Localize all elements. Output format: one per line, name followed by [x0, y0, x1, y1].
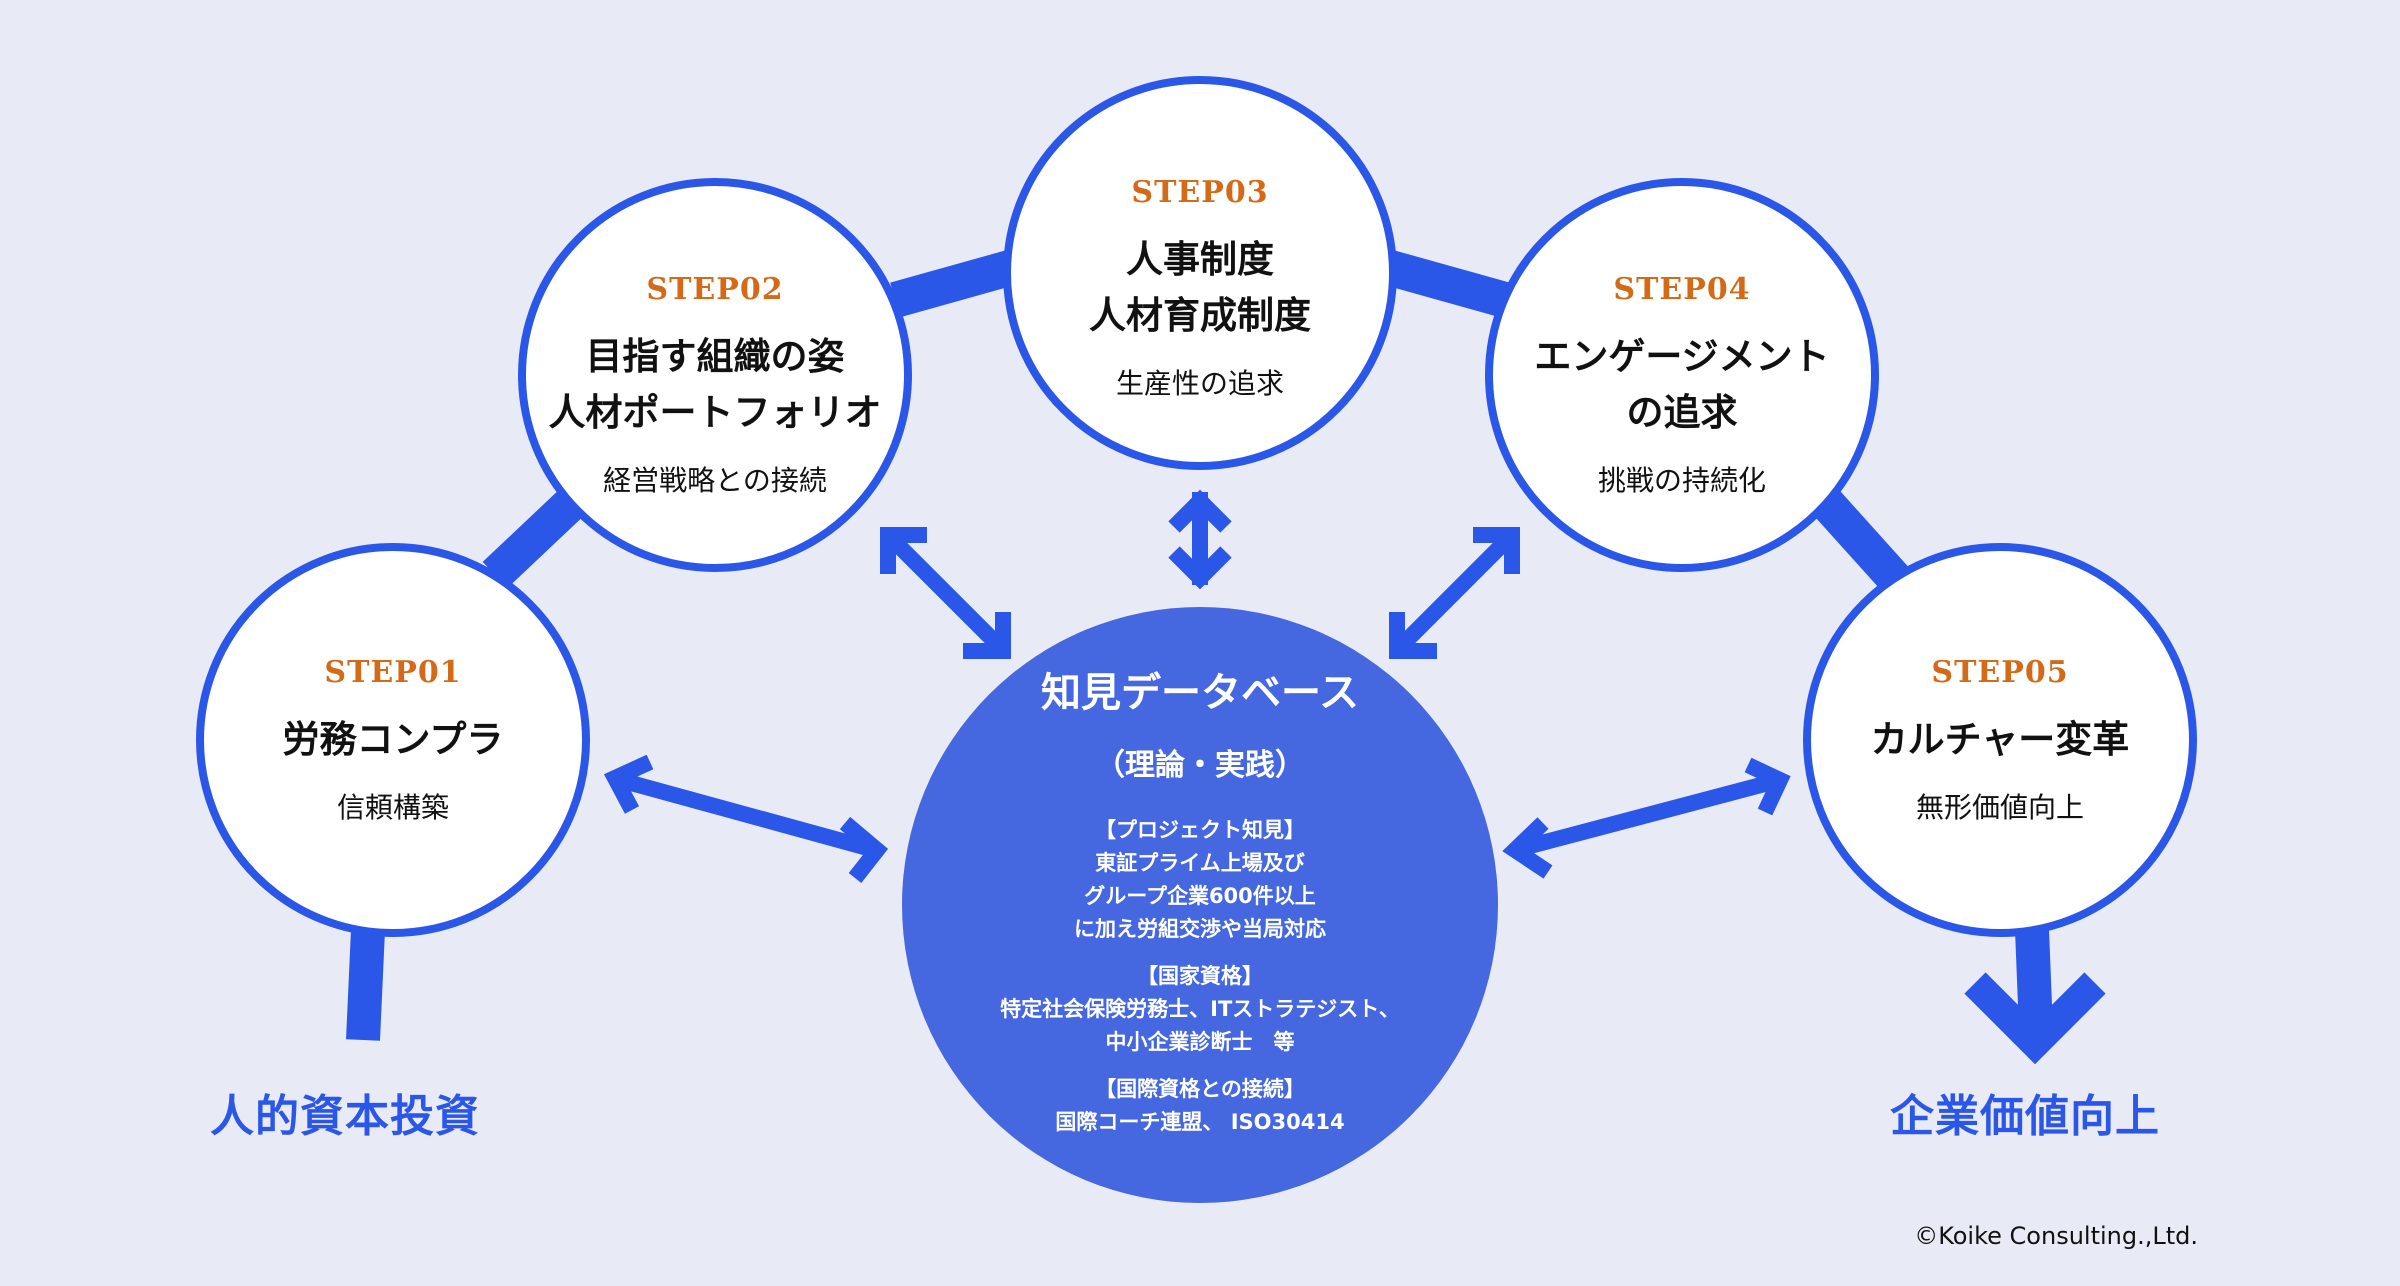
step04-label: STEP04: [1613, 271, 1751, 307]
connector-step05-end: [2015, 929, 2053, 1031]
bidirectional-arrow-step01-db: [603, 754, 889, 883]
step05-title: カルチャー変革: [1870, 717, 2130, 761]
step03-subtitle: 生産性の追求: [1115, 366, 1284, 400]
step05-subtitle: 無形価値向上: [1915, 790, 2084, 824]
bidirectional-arrow-step04-db: [1389, 527, 1520, 659]
step02-subtitle: 経営戦略との接続: [603, 463, 827, 497]
bidirectional-arrow-step05-db: [1502, 757, 1791, 879]
database-block-line: 特定社会保険労務士、ITストラテジスト、: [1000, 997, 1400, 1021]
step03-title: 人事制度 人材育成制度: [1089, 237, 1311, 337]
step02-label: STEP02: [646, 271, 784, 307]
step05-node: STEP05 カルチャー変革 無形価値向上: [1820, 580, 2180, 900]
step02-node: STEP02 目指す組織の姿 人材ポートフォリオ 経営戦略との接続: [525, 225, 905, 545]
end-label: 企業価値向上: [1890, 1091, 2160, 1142]
bidirectional-arrow-step03-db: [1168, 489, 1232, 590]
database-block-project: 【プロジェクト知見】 東証プライム上場及び グループ企業600件以上 に加え労組…: [1074, 814, 1326, 946]
step03-circle: [1003, 76, 1397, 470]
end-arrow-icon: [1964, 972, 2106, 1065]
database-block-line: 東証プライム上場及び: [1095, 851, 1305, 875]
step01-title: 労務コンプラ: [282, 717, 504, 761]
connector-step02-step03: [890, 247, 1025, 318]
connector-step04-step05: [1801, 477, 1919, 603]
step02-title: 目指す組織の姿 人材ポートフォリオ: [548, 334, 882, 434]
database-block-line: に加え労組交渉や当局対応: [1074, 917, 1326, 941]
database-title: 知見データベース: [1041, 670, 1359, 716]
step01-label: STEP01: [324, 654, 462, 690]
step01-subtitle: 信頼構築: [336, 790, 449, 824]
step01-circle: [196, 543, 590, 937]
database-block-national-qualifications: 【国家資格】 特定社会保険労務士、ITストラテジスト、 中小企業診断士 等: [1000, 960, 1400, 1059]
bidirectional-arrow-step02-db: [880, 527, 1011, 659]
step04-subtitle: 挑戦の持続化: [1597, 463, 1766, 497]
database-circle: [902, 607, 1498, 1203]
database-block-heading: 【プロジェクト知見】: [1095, 818, 1305, 842]
database-subtitle: （理論・実践）: [1095, 748, 1305, 783]
step03-node: STEP03 人事制度 人材育成制度 生産性の追求: [1020, 128, 1380, 448]
step05-circle: [1803, 543, 2197, 937]
copyright: ©Koike Consulting.,Ltd.: [1914, 1222, 2198, 1250]
step03-label: STEP03: [1131, 174, 1269, 210]
step01-node: STEP01 労務コンプラ 信頼構築: [213, 580, 573, 900]
step04-node: STEP04 エンゲージメント の追求 挑戦の持続化: [1492, 225, 1872, 545]
step02-circle: [518, 178, 912, 572]
connector-step03-step04: [1375, 247, 1510, 318]
database-block-heading: 【国際資格との接続】: [1095, 1077, 1305, 1101]
step05-label: STEP05: [1931, 654, 2069, 690]
step04-title: エンゲージメント の追求: [1534, 334, 1830, 434]
database-block-line: 中小企業診断士 等: [1105, 1030, 1295, 1054]
database-block-international-qualifications: 【国際資格との接続】 国際コーチ連盟、 ISO30414: [1055, 1073, 1344, 1139]
start-label: 人的資本投資: [210, 1091, 480, 1142]
step04-circle: [1485, 178, 1879, 572]
database-block-heading: 【国家資格】: [1137, 964, 1263, 988]
database-node: 知見データベース （理論・実践） 【プロジェクト知見】 東証プライム上場及び グ…: [930, 660, 1470, 1160]
database-block-line: 国際コーチ連盟、 ISO30414: [1055, 1110, 1345, 1134]
database-block-line: グループ企業600件以上: [1084, 884, 1316, 908]
connector-start-step01: [346, 929, 385, 1041]
